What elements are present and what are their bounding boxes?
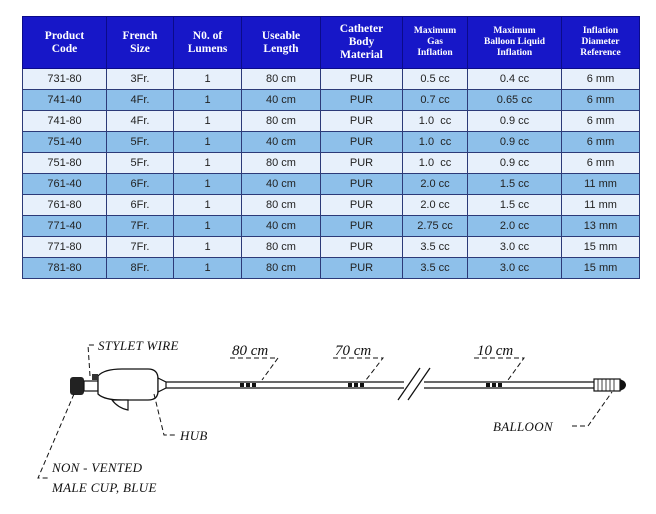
cell-liquid: 0.9 cc bbox=[467, 131, 562, 153]
depth-mark-80 bbox=[240, 383, 256, 387]
cell-material: PUR bbox=[320, 257, 403, 279]
cell-liquid: 1.5 cc bbox=[467, 173, 562, 195]
depth-mark-70 bbox=[348, 383, 364, 387]
label-balloon: BALLOON bbox=[493, 419, 554, 434]
cell-gas: 1.0 cc bbox=[402, 110, 468, 132]
cell-lumens: 1 bbox=[173, 152, 242, 174]
cell-product-code: 781-80 bbox=[22, 257, 107, 279]
cell-gas: 0.7 cc bbox=[402, 89, 468, 111]
cell-product-code: 731-80 bbox=[22, 68, 107, 90]
label-hub: HUB bbox=[179, 428, 208, 443]
cell-length: 80 cm bbox=[241, 68, 321, 90]
cell-length: 80 cm bbox=[241, 152, 321, 174]
cell-product-code: 751-40 bbox=[22, 131, 107, 153]
cell-gas: 2.75 cc bbox=[402, 215, 468, 237]
cell-liquid: 3.0 cc bbox=[467, 236, 562, 258]
cell-french-size: 6Fr. bbox=[106, 194, 174, 216]
cell-french-size: 5Fr. bbox=[106, 131, 174, 153]
cell-liquid: 1.5 cc bbox=[467, 194, 562, 216]
cell-length: 80 cm bbox=[241, 110, 321, 132]
cell-material: PUR bbox=[320, 152, 403, 174]
cell-material: PUR bbox=[320, 194, 403, 216]
cell-french-size: 8Fr. bbox=[106, 257, 174, 279]
label-10-cm: 10 cm bbox=[477, 343, 513, 359]
balloon-tip bbox=[593, 378, 626, 392]
cell-diameter: 6 mm bbox=[561, 131, 640, 153]
hub bbox=[70, 368, 167, 411]
label-80-cm: 80 cm bbox=[232, 343, 268, 359]
cell-material: PUR bbox=[320, 89, 403, 111]
cell-material: PUR bbox=[320, 131, 403, 153]
cell-gas: 2.0 cc bbox=[402, 194, 468, 216]
cell-liquid: 2.0 cc bbox=[467, 215, 562, 237]
cell-product-code: 751-80 bbox=[22, 152, 107, 174]
cell-liquid: 0.4 cc bbox=[467, 68, 562, 90]
cell-length: 80 cm bbox=[241, 257, 321, 279]
cell-diameter: 15 mm bbox=[561, 236, 640, 258]
cell-gas: 2.0 cc bbox=[402, 173, 468, 195]
cell-diameter: 6 mm bbox=[561, 89, 640, 111]
cell-gas: 1.0 cc bbox=[402, 131, 468, 153]
cell-length: 40 cm bbox=[241, 173, 321, 195]
cell-material: PUR bbox=[320, 173, 403, 195]
cell-gas: 3.5 cc bbox=[402, 257, 468, 279]
cell-lumens: 1 bbox=[173, 110, 242, 132]
leader-lines bbox=[37, 344, 613, 479]
label-male-cup: MALE CUP, BLUE bbox=[51, 480, 157, 495]
cell-french-size: 5Fr. bbox=[106, 152, 174, 174]
cell-lumens: 1 bbox=[173, 215, 242, 237]
cell-liquid: 0.9 cc bbox=[467, 152, 562, 174]
cell-diameter: 11 mm bbox=[561, 173, 640, 195]
label-stylet-wire: STYLET WIRE bbox=[98, 338, 179, 353]
cell-diameter: 11 mm bbox=[561, 194, 640, 216]
cell-material: PUR bbox=[320, 110, 403, 132]
cell-diameter: 6 mm bbox=[561, 110, 640, 132]
label-non-vented: NON - VENTED bbox=[51, 460, 143, 475]
label-70-cm: 70 cm bbox=[335, 343, 371, 359]
cell-product-code: 771-40 bbox=[22, 215, 107, 237]
cell-french-size: 4Fr. bbox=[106, 110, 174, 132]
cell-french-size: 7Fr. bbox=[106, 215, 174, 237]
cell-length: 80 cm bbox=[241, 236, 321, 258]
cell-gas: 0.5 cc bbox=[402, 68, 468, 90]
cell-liquid: 3.0 cc bbox=[467, 257, 562, 279]
cell-diameter: 13 mm bbox=[561, 215, 640, 237]
catheter-shaft bbox=[160, 367, 594, 401]
depth-mark-10 bbox=[486, 383, 502, 387]
cell-lumens: 1 bbox=[173, 236, 242, 258]
cell-french-size: 6Fr. bbox=[106, 173, 174, 195]
cell-diameter: 15 mm bbox=[561, 257, 640, 279]
cell-diameter: 6 mm bbox=[561, 68, 640, 90]
cell-length: 40 cm bbox=[241, 89, 321, 111]
